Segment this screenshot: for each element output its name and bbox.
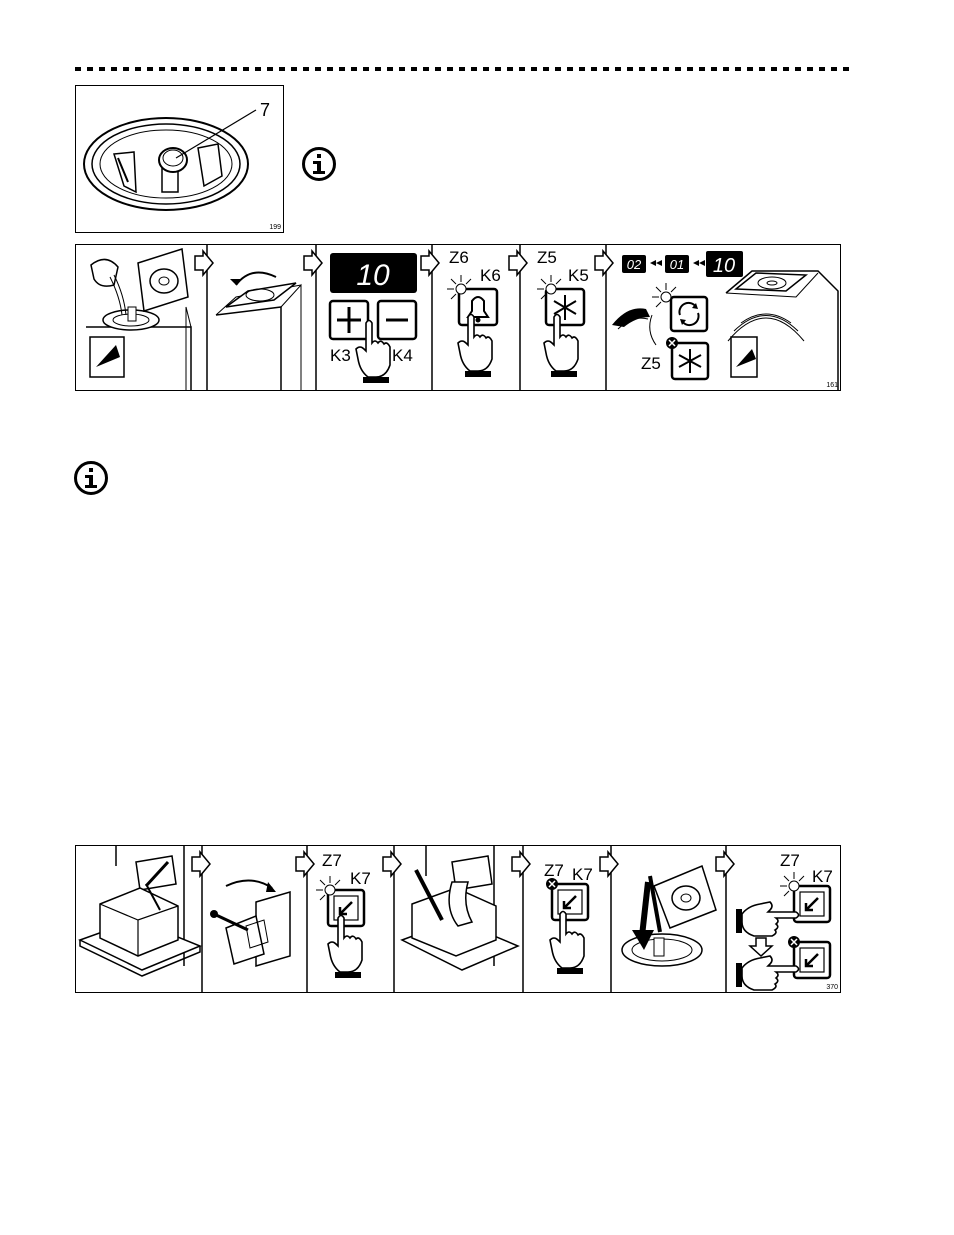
countdown-2: 01 [670,257,684,272]
panel-fill-machine [86,249,191,390]
panel-k7-press: Z7 K7 [316,851,371,978]
label-z7-c: Z7 [780,851,800,870]
label-z5-off: Z5 [641,354,661,373]
label-k6: K6 [480,266,501,285]
panel-set-time: 10 K3 K4 [330,253,417,383]
panel-container-filling [402,846,518,970]
figure-370: Z7 K7 Z7 K7 [75,845,841,993]
figure-161: 10 K3 K4 Z6 K6 Z5 K5 [75,244,841,391]
panel-countdown: 02 01 10 Z5 [612,251,838,390]
panel-k7-off: Z7 K7 [544,861,593,974]
countdown-3: 10 [713,255,735,277]
panel-container [80,846,200,976]
panel-open-lever [210,880,290,966]
panel-k7-hold: Z7 K7 [736,851,833,990]
label-k7-a: K7 [350,869,371,888]
info-circle-icon [73,460,109,496]
figure-number: 370 [826,984,838,991]
callout-7: 7 [260,100,270,120]
info-circle-icon [301,146,337,182]
startup-sequence-illustration: 10 K3 K4 Z6 K6 Z5 K5 [76,245,840,390]
figure-number: 199 [269,224,281,231]
panel-bell-key: Z6 K6 [447,248,501,377]
display-readout: 10 [356,259,390,292]
label-k7-c: K7 [812,867,833,886]
figure-number: 161 [826,382,838,389]
label-z6: Z6 [449,248,469,267]
panel-push-down [622,866,716,966]
label-k5: K5 [568,266,589,285]
label-k4: K4 [392,346,413,365]
label-k3: K3 [330,346,351,365]
label-k7-b: K7 [572,865,593,884]
panel-close-lid [216,273,301,391]
figure-199: 7 199 [75,85,284,233]
label-z7-b: Z7 [544,861,564,880]
agitator-illustration: 7 [76,86,283,232]
label-z5: Z5 [537,248,557,267]
dotted-separator [75,66,850,72]
dispensing-sequence-illustration: Z7 K7 Z7 K7 [76,846,840,992]
label-z7-a: Z7 [322,851,342,870]
countdown-1: 02 [627,257,642,272]
panel-freeze-key: Z5 K5 [537,248,589,377]
